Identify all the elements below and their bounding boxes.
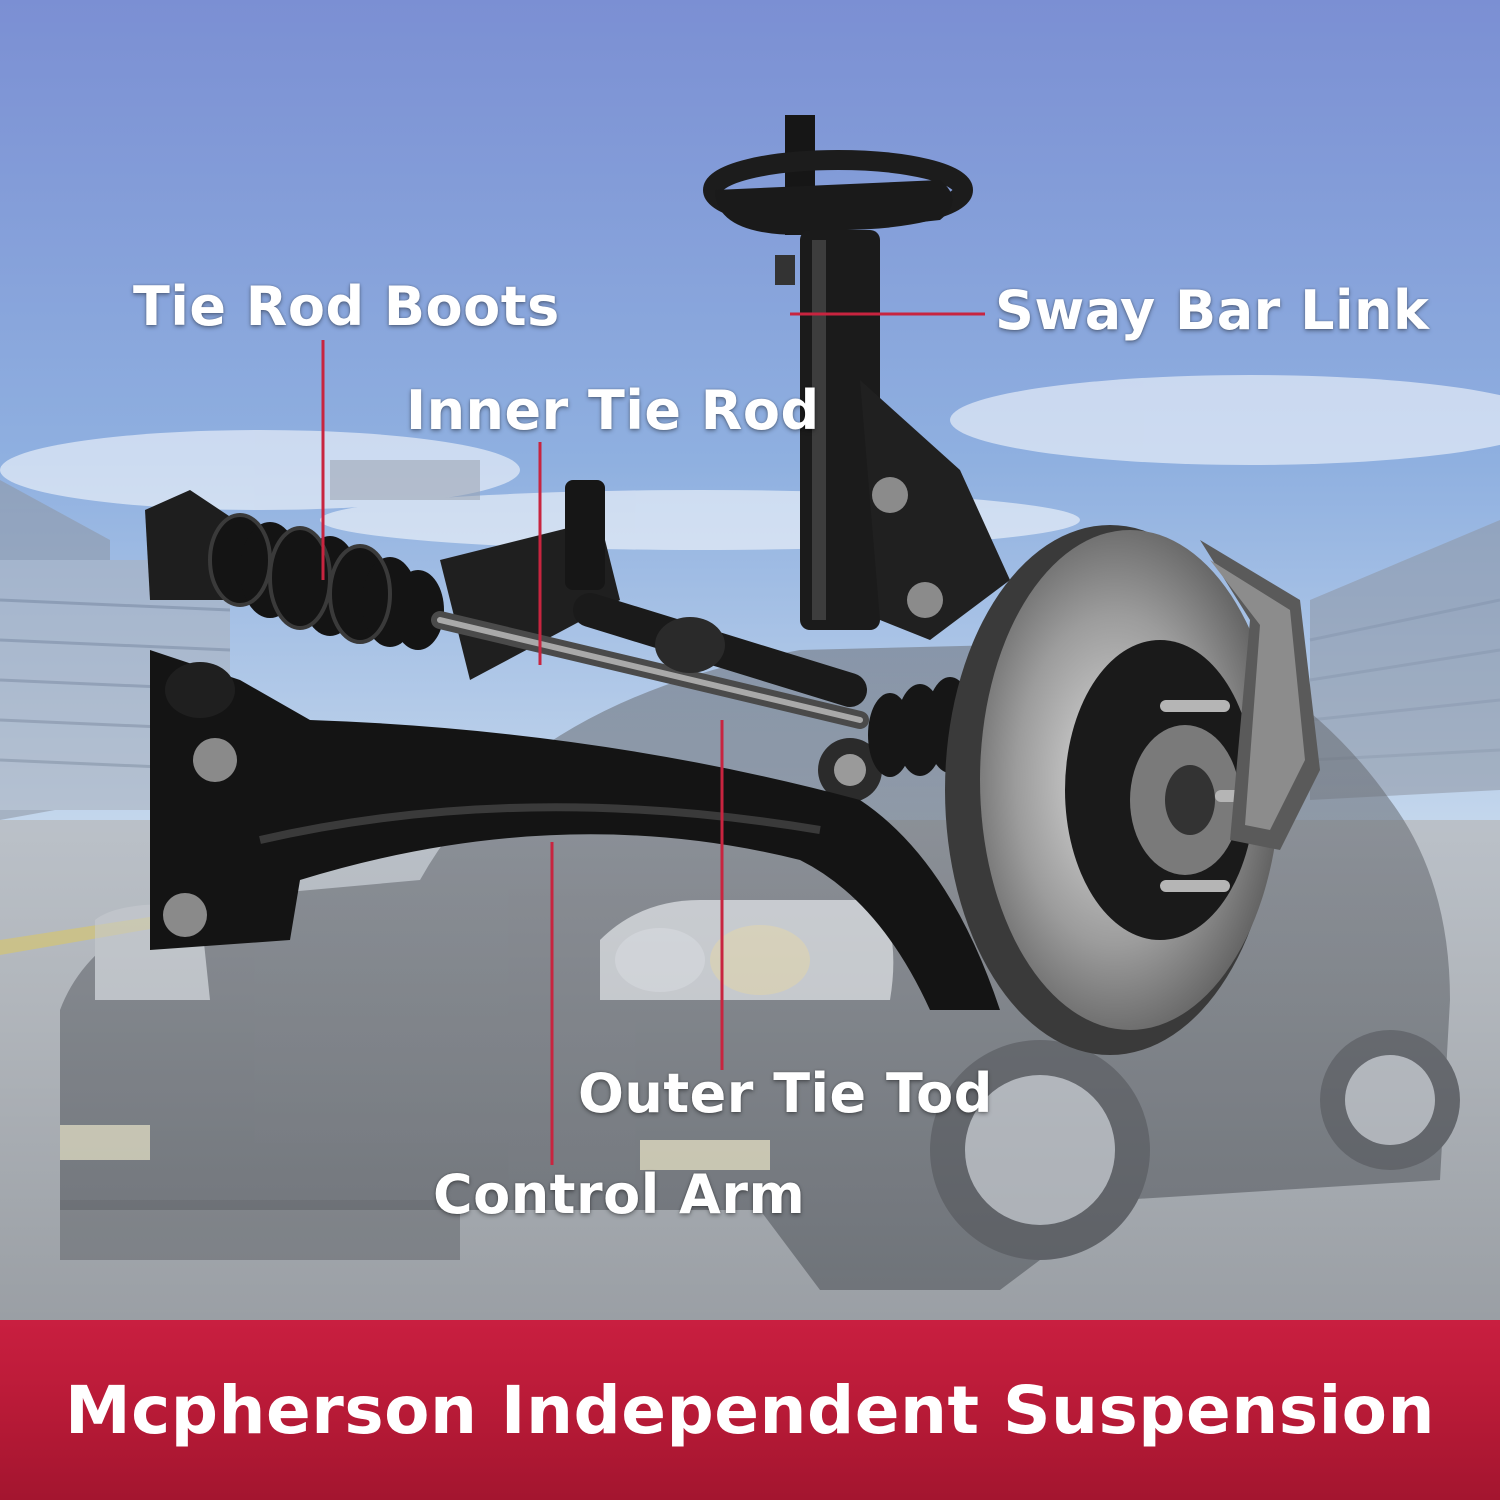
suspension-assembly bbox=[145, 115, 1320, 1055]
leader-lines bbox=[321, 312, 985, 1165]
control-arm bbox=[150, 650, 1000, 1010]
grandstand-right bbox=[1309, 520, 1500, 800]
label-outer-tie-rod: Outer Tie Tod bbox=[578, 1062, 993, 1125]
title-banner: Mcpherson Independent Suspension bbox=[0, 1320, 1500, 1500]
banner-title: Mcpherson Independent Suspension bbox=[64, 1371, 1436, 1449]
label-control-arm: Control Arm bbox=[433, 1163, 806, 1226]
brake-rotor bbox=[945, 525, 1320, 1055]
steering-rack bbox=[145, 480, 869, 729]
label-sway-bar-link: Sway Bar Link bbox=[995, 279, 1430, 342]
label-tie-rod-boots: Tie Rod Boots bbox=[133, 275, 560, 338]
strut bbox=[703, 115, 1010, 640]
suspension-scene bbox=[0, 0, 1500, 1320]
label-inner-tie-rod: Inner Tie Rod bbox=[406, 379, 820, 442]
